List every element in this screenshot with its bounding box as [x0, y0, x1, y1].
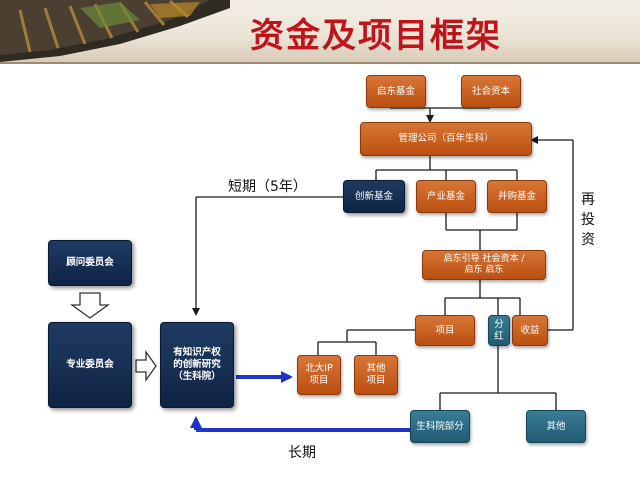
- dividend-box: 分 红: [488, 315, 510, 346]
- social-capital-top-box: 社会资本: [461, 75, 521, 108]
- header-divider: [0, 62, 640, 64]
- ip-research-box: 有知识产权 的创新研究 （生科院）: [160, 322, 234, 408]
- other-projects-box: 其他 项目: [354, 355, 398, 395]
- ma-fund-box: 并购基金: [487, 180, 547, 213]
- income-box: 收益: [512, 315, 548, 346]
- roof-eaves-graphic: [0, 0, 230, 62]
- project-box: 项目: [415, 315, 475, 346]
- qidong-guide-box: 启东引导 社会资本 / 启东 启东: [422, 250, 546, 280]
- pku-ip-project-box: 北大IP 项目: [297, 355, 341, 395]
- innovation-fund-box: 创新基金: [343, 180, 405, 213]
- management-company-box: 管理公司（百年生科）: [360, 122, 532, 156]
- header-banner: 资金及项目框架: [0, 0, 640, 62]
- expert-committee-box: 专业委员会: [48, 322, 132, 408]
- qidong-fund-box: 启东基金: [366, 75, 426, 108]
- page-title: 资金及项目框架: [250, 16, 502, 56]
- reinvest-label: 再 投 资: [581, 192, 595, 248]
- other-bottom-box: 其他: [526, 410, 586, 443]
- industry-fund-box: 产业基金: [416, 180, 476, 213]
- life-science-part-box: 生科院部分: [410, 410, 470, 443]
- short-term-label: 短期（5年）: [228, 179, 307, 195]
- long-term-label: 长期: [288, 445, 316, 461]
- advisory-committee-box: 顾问委员会: [48, 240, 132, 286]
